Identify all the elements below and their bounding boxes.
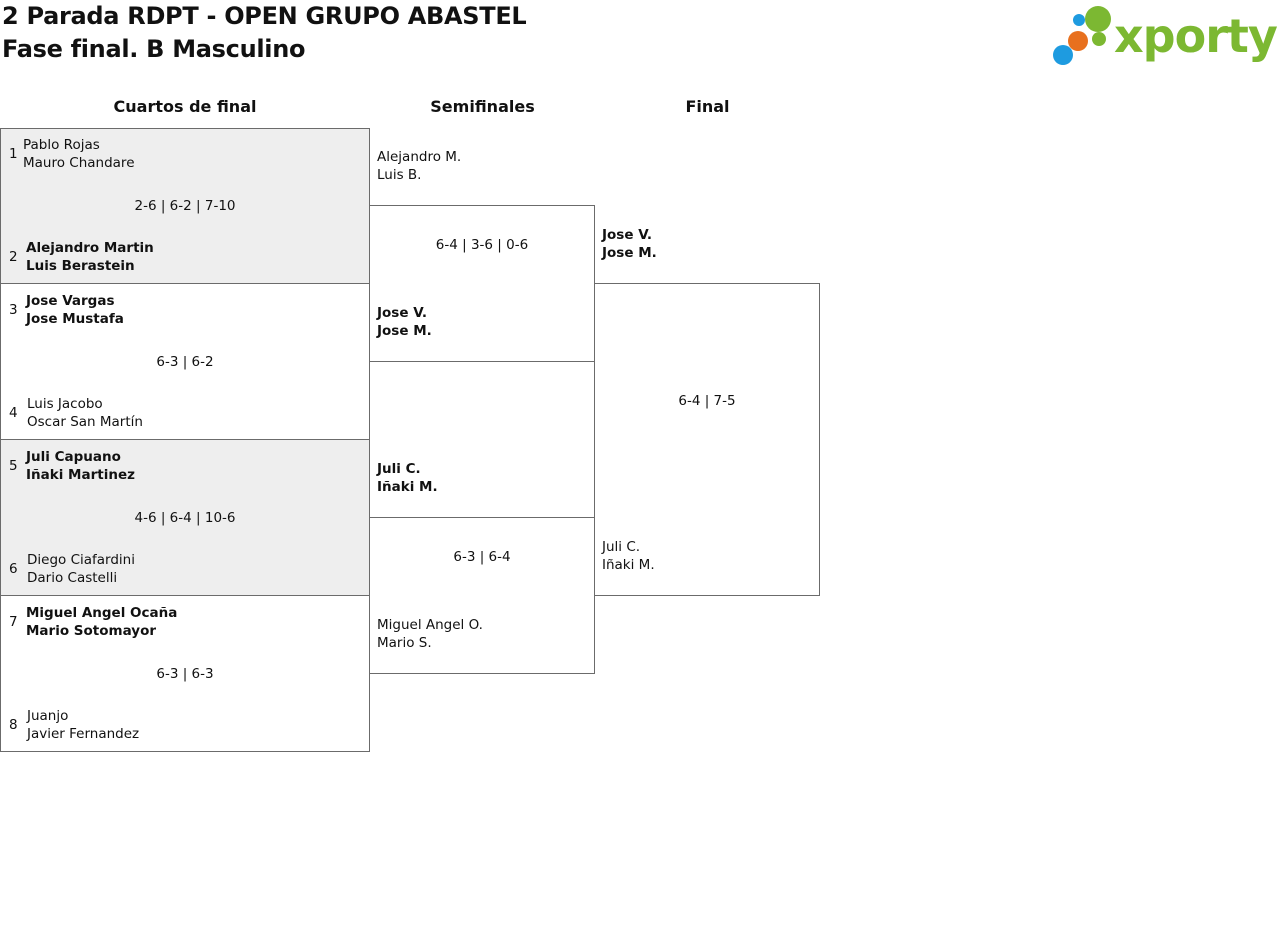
final-top-player-2: Jose M.	[602, 245, 657, 261]
final-bottom-player-1: Juli C.	[602, 539, 641, 555]
semifinal-1-bottom-player-2: Jose M.	[377, 323, 432, 339]
xporty-logo[interactable]: xporty	[1050, 4, 1278, 68]
semifinal-2-bottom-player-1: Miguel Angel O.	[377, 617, 483, 633]
match-score: 2-6 | 6-2 | 7-10	[134, 198, 236, 214]
team-player-2: Iñaki Martinez	[26, 467, 135, 483]
team-player-2: Jose Mustafa	[26, 311, 124, 327]
semifinal-1-top-player-1: Alejandro M.	[377, 149, 462, 165]
semifinal-2-score: 6-3 | 6-4	[453, 549, 511, 565]
logo-dot-blue-small	[1073, 14, 1085, 26]
team-player-2: Mario Sotomayor	[26, 623, 157, 639]
match-score: 6-3 | 6-2	[156, 354, 214, 370]
round-header-semifinals: Semifinales	[430, 97, 535, 116]
match-score: 4-6 | 6-4 | 10-6	[134, 510, 236, 526]
seed-number: 6	[9, 561, 18, 577]
final-score: 6-4 | 7-5	[678, 393, 736, 409]
logo-dot-green	[1085, 6, 1111, 32]
quarterfinal-match-4[interactable]: 7 Miguel Angel Ocaña Mario Sotomayor 6-3…	[0, 595, 370, 752]
seed-number: 8	[9, 717, 18, 733]
semifinal-2-top-player-1: Juli C.	[377, 461, 421, 477]
team-player-1: Alejandro Martin	[26, 240, 154, 256]
seed-number: 2	[9, 249, 18, 265]
final-bottom-player-2: Iñaki M.	[602, 557, 655, 573]
team-player-2: Mauro Chandare	[23, 155, 135, 171]
match-score: 6-3 | 6-3	[156, 666, 214, 682]
page-title: 2 Parada RDPT - OPEN GRUPO ABASTEL	[2, 2, 527, 30]
team-player-2: Javier Fernandez	[27, 726, 140, 742]
seed-number: 4	[9, 405, 18, 421]
team-player-1: Miguel Angel Ocaña	[26, 605, 178, 621]
team-player-1: Jose Vargas	[26, 293, 115, 309]
team-player-2: Dario Castelli	[27, 570, 118, 586]
seed-number: 1	[9, 146, 18, 162]
round-header-quarterfinals: Cuartos de final	[113, 97, 257, 116]
quarterfinal-match-2[interactable]: 3 Jose Vargas Jose Mustafa 6-3 | 6-2 4 L…	[0, 283, 370, 440]
logo-wordmark: xporty	[1114, 9, 1278, 63]
page-subtitle: Fase final. B Masculino	[2, 35, 306, 63]
team-player-1: Diego Ciafardini	[27, 552, 135, 568]
seed-number: 3	[9, 302, 18, 318]
logo-dot-green-small	[1092, 32, 1106, 46]
team-player-1: Juli Capuano	[26, 449, 121, 465]
round-header-final: Final	[685, 97, 730, 116]
final-match[interactable]	[594, 283, 820, 596]
semifinal-1-top-player-2: Luis B.	[377, 167, 422, 183]
final-top-player-1: Jose V.	[602, 227, 653, 243]
logo-dot-blue	[1053, 45, 1073, 65]
semifinal-1-bottom-player-1: Jose V.	[377, 305, 428, 321]
team-player-2: Luis Berastein	[26, 258, 135, 274]
team-player-2: Oscar San Martín	[27, 414, 143, 430]
quarterfinal-match-3[interactable]: 5 Juli Capuano Iñaki Martinez 4-6 | 6-4 …	[0, 439, 370, 596]
team-player-1: Pablo Rojas	[23, 137, 100, 153]
semifinal-1-score: 6-4 | 3-6 | 0-6	[435, 237, 529, 253]
quarterfinal-match-1[interactable]: 1 Pablo Rojas Mauro Chandare 2-6 | 6-2 |…	[0, 128, 370, 284]
team-player-1: Luis Jacobo	[27, 396, 103, 412]
logo-dot-orange	[1068, 31, 1088, 51]
seed-number: 5	[9, 458, 18, 474]
semifinal-2-bottom-player-2: Mario S.	[377, 635, 432, 651]
seed-number: 7	[9, 614, 18, 630]
semifinal-2-top-player-2: Iñaki M.	[377, 479, 438, 495]
team-player-1: Juanjo	[27, 708, 69, 724]
